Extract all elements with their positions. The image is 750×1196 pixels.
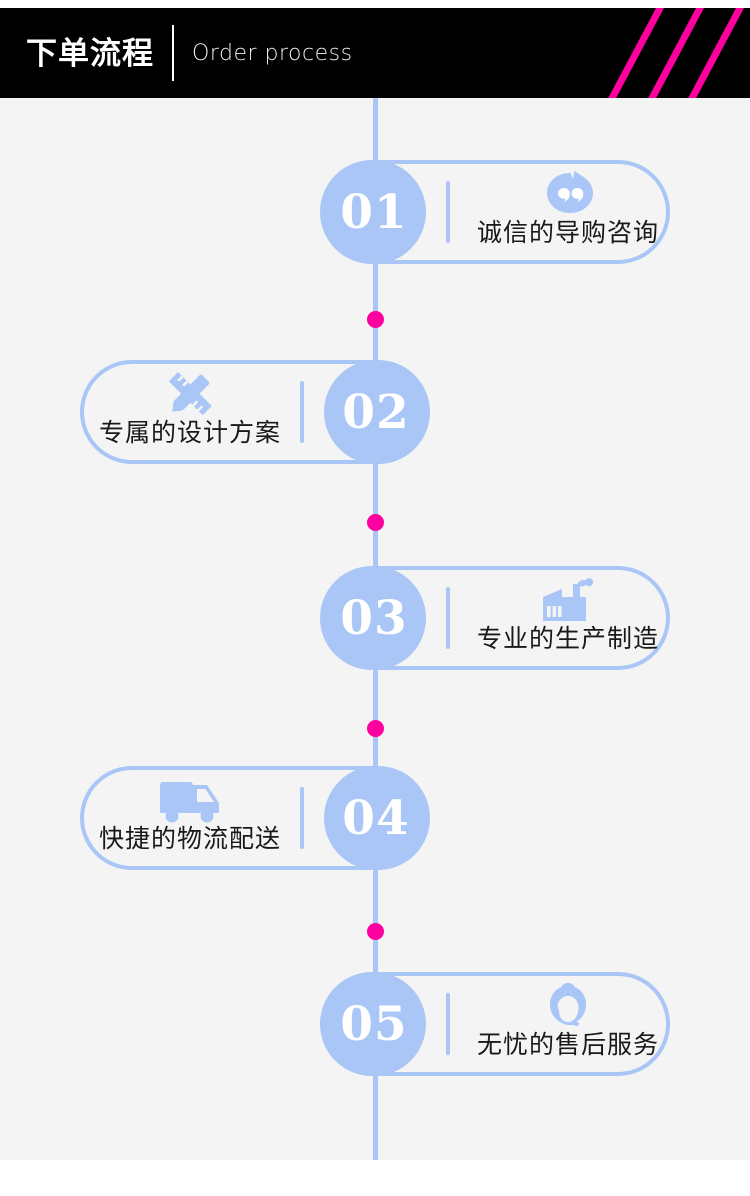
stripe-2 (638, 8, 711, 98)
step-divider-02 (300, 381, 304, 443)
step-number-01: 01 (340, 184, 408, 240)
step-number-badge-05: 05 (322, 972, 426, 1076)
step-divider-03 (446, 587, 450, 649)
step-body-03: 专业的生产制造 (462, 570, 674, 674)
step-body-02: 专属的设计方案 (84, 364, 296, 468)
pencil-ruler-icon (161, 368, 219, 420)
step-label-04: 快捷的物流配送 (98, 824, 281, 853)
header-title-group: 下单流程 Order process (26, 8, 353, 98)
flow-step-01[interactable]: 01 诚信的导购咨询 (320, 160, 670, 264)
factory-icon (537, 574, 599, 626)
step-divider-04 (300, 787, 304, 849)
page-title-cn: 下单流程 (26, 35, 154, 71)
step-number-03: 03 (340, 590, 408, 646)
step-label-05: 无忧的售后服务 (476, 1030, 659, 1059)
step-number-05: 05 (340, 996, 408, 1052)
truck-icon (157, 774, 223, 826)
chat-bubble-icon (540, 168, 596, 220)
header-banner: 下单流程 Order process (0, 8, 750, 98)
decorative-stripes (590, 8, 750, 98)
connector-dot-1 (367, 311, 384, 328)
step-number-badge-01: 01 (322, 160, 426, 264)
headset-agent-icon (541, 980, 595, 1032)
step-body-04: 快捷的物流配送 (84, 770, 296, 874)
step-number-badge-03: 03 (322, 566, 426, 670)
header-divider (172, 25, 174, 81)
footer-spacer (0, 1160, 750, 1196)
page-title-en: Order process (192, 40, 353, 66)
step-number-badge-02: 02 (324, 360, 428, 464)
step-number-02: 02 (342, 384, 410, 440)
step-label-02: 专属的设计方案 (98, 418, 281, 447)
step-body-01: 诚信的导购咨询 (462, 164, 674, 268)
stripe-3 (678, 8, 750, 98)
step-label-03: 专业的生产制造 (476, 624, 659, 653)
connector-dot-4 (367, 923, 384, 940)
step-divider-05 (446, 993, 450, 1055)
flow-step-03[interactable]: 03 (320, 566, 670, 670)
flow-step-02[interactable]: 02 (80, 360, 430, 464)
flow-content: 01 诚信的导购咨询 02 (0, 98, 750, 1160)
connector-dot-2 (367, 514, 384, 531)
flow-step-04[interactable]: 04 (80, 766, 430, 870)
flow-step-05[interactable]: 05 (320, 972, 670, 1076)
stripe-1 (598, 8, 671, 98)
step-number-04: 04 (342, 790, 410, 846)
step-body-05: 无忧的售后服务 (462, 976, 674, 1080)
step-number-badge-04: 04 (324, 766, 428, 870)
step-label-01: 诚信的导购咨询 (476, 218, 659, 247)
step-divider-01 (446, 181, 450, 243)
connector-dot-3 (367, 720, 384, 737)
